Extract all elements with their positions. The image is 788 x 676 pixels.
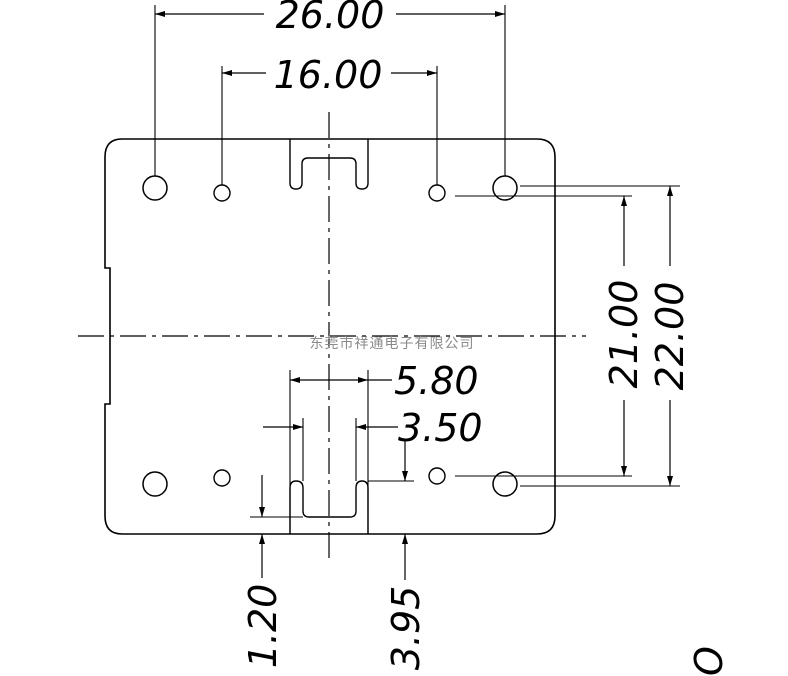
dim-label-slot-inner: 3.50 [398, 406, 483, 450]
dim-label-slot-outer: 5.80 [394, 359, 479, 403]
small-hole-top-left [213, 184, 231, 202]
dim-label-slot-gap: 1.20 [241, 584, 285, 669]
plate-outline [104, 138, 556, 535]
small-hole-top-right [428, 184, 446, 202]
dim-label-overall-width: 26.00 [276, 0, 385, 37]
dim-label-slot-depth: 3.95 [384, 586, 428, 671]
bottom-slot [289, 480, 369, 534]
dim-label-inner-width: 16.00 [274, 53, 383, 97]
edge-glyph: O [687, 646, 731, 676]
small-hole-bottom-right [428, 467, 446, 485]
dim-label-overall-height: 22.00 [648, 282, 692, 391]
large-hole-top-left [142, 175, 168, 201]
dim-label-inner-height: 21.00 [602, 280, 646, 389]
large-hole-bottom-right [492, 471, 518, 497]
top-slot [289, 139, 369, 190]
watermark-text: 东莞市祥通电子有限公司 [310, 335, 475, 352]
small-hole-bottom-left [213, 469, 231, 487]
large-hole-bottom-left [142, 471, 168, 497]
